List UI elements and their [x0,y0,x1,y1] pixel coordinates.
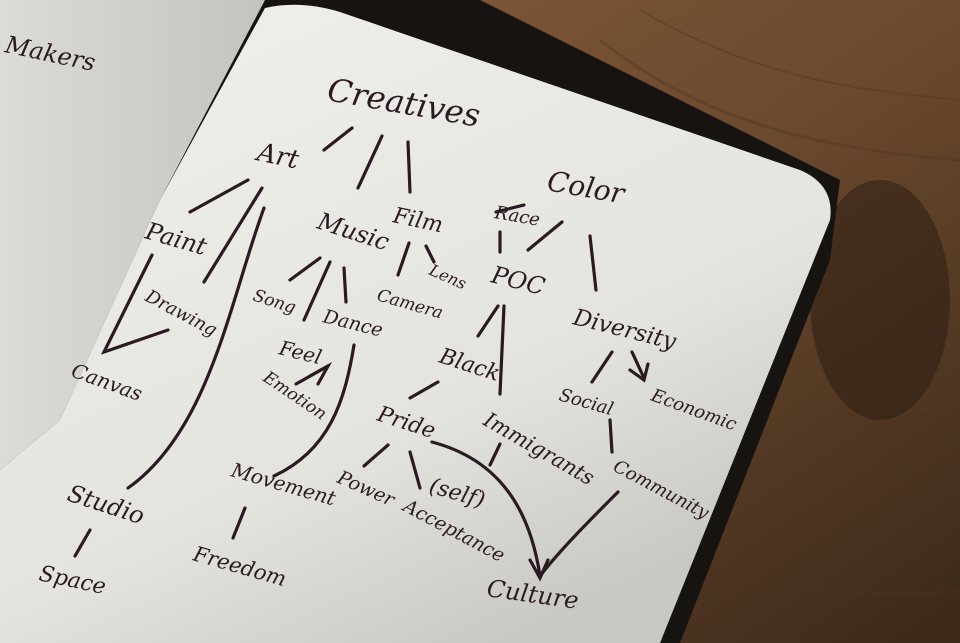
left-page [0,0,265,470]
wood-knot [810,180,950,420]
right-page [0,4,831,643]
mind-map-lines [73,126,646,578]
arrowheads [308,361,650,582]
